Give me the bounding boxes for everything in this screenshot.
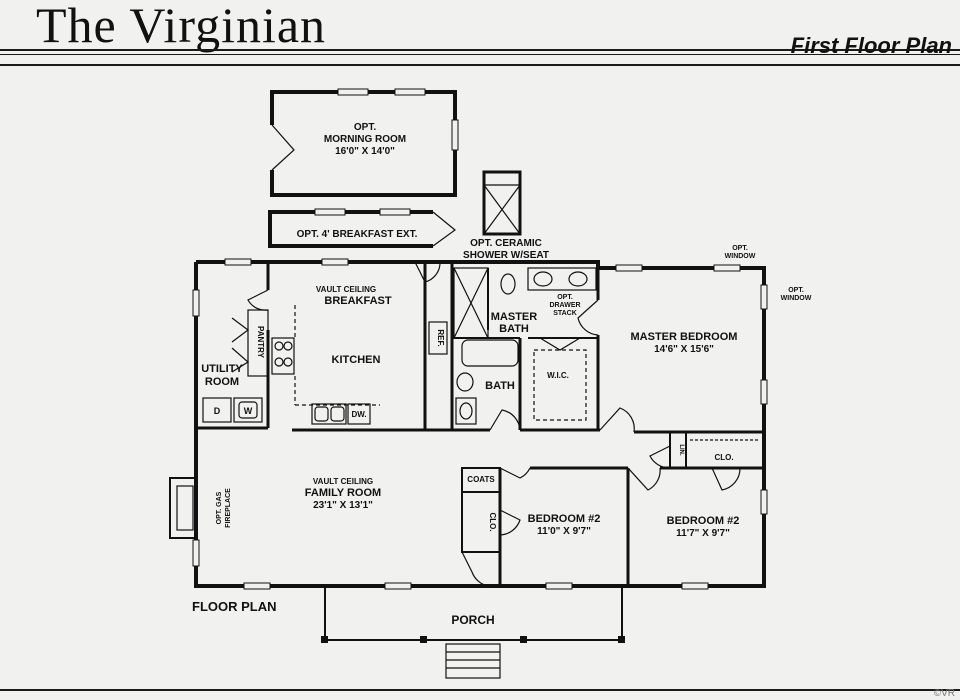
bath-toilet-icon	[456, 372, 474, 392]
kitchen-label: KITCHEN	[332, 354, 381, 366]
fixtures	[169, 267, 597, 539]
ceramic-shower-line2: SHOWER W/SEAT	[463, 250, 549, 261]
floor-plan-caption: FLOOR PLAN	[192, 599, 277, 614]
bedroom-a-label: BEDROOM #2	[528, 513, 601, 525]
family-room-label: FAMILY ROOM	[305, 487, 381, 499]
refrigerator-label: REF.	[436, 329, 445, 346]
kitchen-sink-icon	[311, 403, 347, 425]
bedroom-a-size: 11'0" X 9'7"	[537, 526, 591, 537]
door-swings	[247, 261, 741, 587]
opt-window-right-line1: OPT.	[788, 287, 804, 294]
page-subtitle: First Floor Plan	[790, 33, 952, 58]
master-shower-icon	[453, 267, 489, 339]
master-toilet-icon	[500, 273, 516, 295]
bedroom-closet-label: CLO.	[714, 453, 733, 462]
opt-window-top-line2: WINDOW	[725, 253, 756, 260]
drawer-stack-line1: OPT.	[557, 294, 573, 301]
bathtub-icon	[461, 339, 519, 367]
watermark: ©VR	[934, 688, 955, 699]
dryer-icon	[202, 397, 232, 423]
header-rule-bottom	[0, 64, 960, 66]
dishwasher-icon	[347, 403, 371, 425]
breakfast-ext-label: OPT. 4' BREAKFAST EXT.	[297, 229, 418, 240]
breakfast-label: BREAKFAST	[324, 295, 392, 307]
dryer-label: D	[214, 406, 221, 416]
ceramic-shower: OPT. CERAMIC SHOWER W/SEAT	[463, 170, 549, 261]
morning-room-size: 16'0" X 14'0"	[335, 146, 395, 157]
master-bath-line1: MASTER	[491, 311, 538, 323]
porch-label: PORCH	[451, 613, 494, 627]
utility-line2: ROOM	[205, 376, 239, 388]
fireplace-icon	[169, 477, 197, 539]
dishwasher-label: DW.	[351, 410, 366, 419]
linen-label: LIN.	[678, 444, 684, 456]
breakfast-note: VAULT CEILING	[316, 285, 376, 294]
opt-window-top-line1: OPT.	[732, 245, 748, 252]
porch: PORCH	[321, 586, 625, 679]
master-bath-line2: BATH	[499, 323, 529, 335]
header-rule-mid	[0, 54, 960, 55]
master-bedroom-size: 14'6" X 15'6"	[654, 344, 714, 355]
pantry-label: PANTRY	[256, 326, 265, 359]
opt-window-right-line2: WINDOW	[781, 295, 812, 302]
fireplace-line1: OPT. GAS	[216, 491, 223, 524]
drawer-stack-line3: STACK	[553, 310, 577, 317]
refrigerator-icon	[428, 321, 448, 355]
bath-sink-icon	[459, 402, 473, 420]
breakfast-extension: OPT. 4' BREAKFAST EXT.	[268, 208, 456, 248]
utility-line1: UTILITY	[201, 363, 243, 375]
header-rule-top	[0, 49, 960, 51]
master-bedroom-label: MASTER BEDROOM	[631, 331, 738, 343]
ceramic-shower-line1: OPT. CERAMIC	[470, 238, 542, 249]
morning-room-name: MORNING ROOM	[324, 134, 406, 145]
porch-steps	[445, 643, 501, 679]
bedroom-b-size: 11'7" X 9'7"	[676, 528, 730, 539]
fireplace-line2: FIREPLACE	[225, 488, 232, 528]
morning-room-door-icon	[271, 124, 295, 171]
wic-label: W.I.C.	[547, 371, 569, 380]
morning-room: OPT. MORNING ROOM 16'0" X 14'0"	[270, 88, 459, 197]
family-room-note: VAULT CEILING	[313, 477, 373, 486]
family-room-size: 23'1" X 13'1"	[313, 500, 373, 511]
coats-label: COATS	[467, 475, 495, 484]
range-icon	[271, 337, 295, 375]
morning-room-opt: OPT.	[354, 122, 376, 133]
room-labels: VAULT CEILING BREAKFAST KITCHEN PANTRY U…	[201, 285, 739, 539]
washer-label: W	[244, 406, 253, 416]
bedroom-b-label: BEDROOM #2	[667, 515, 740, 527]
page-title: The Virginian	[36, 0, 327, 53]
wic-shelves	[533, 349, 587, 421]
drawer-stack-line2: DRAWER	[549, 302, 580, 309]
washer-icon	[233, 397, 263, 423]
house-exterior	[192, 258, 768, 590]
footer-rule	[0, 689, 960, 691]
hall-closet-label: CLO.	[488, 512, 497, 531]
bath-label: BATH	[485, 380, 515, 392]
